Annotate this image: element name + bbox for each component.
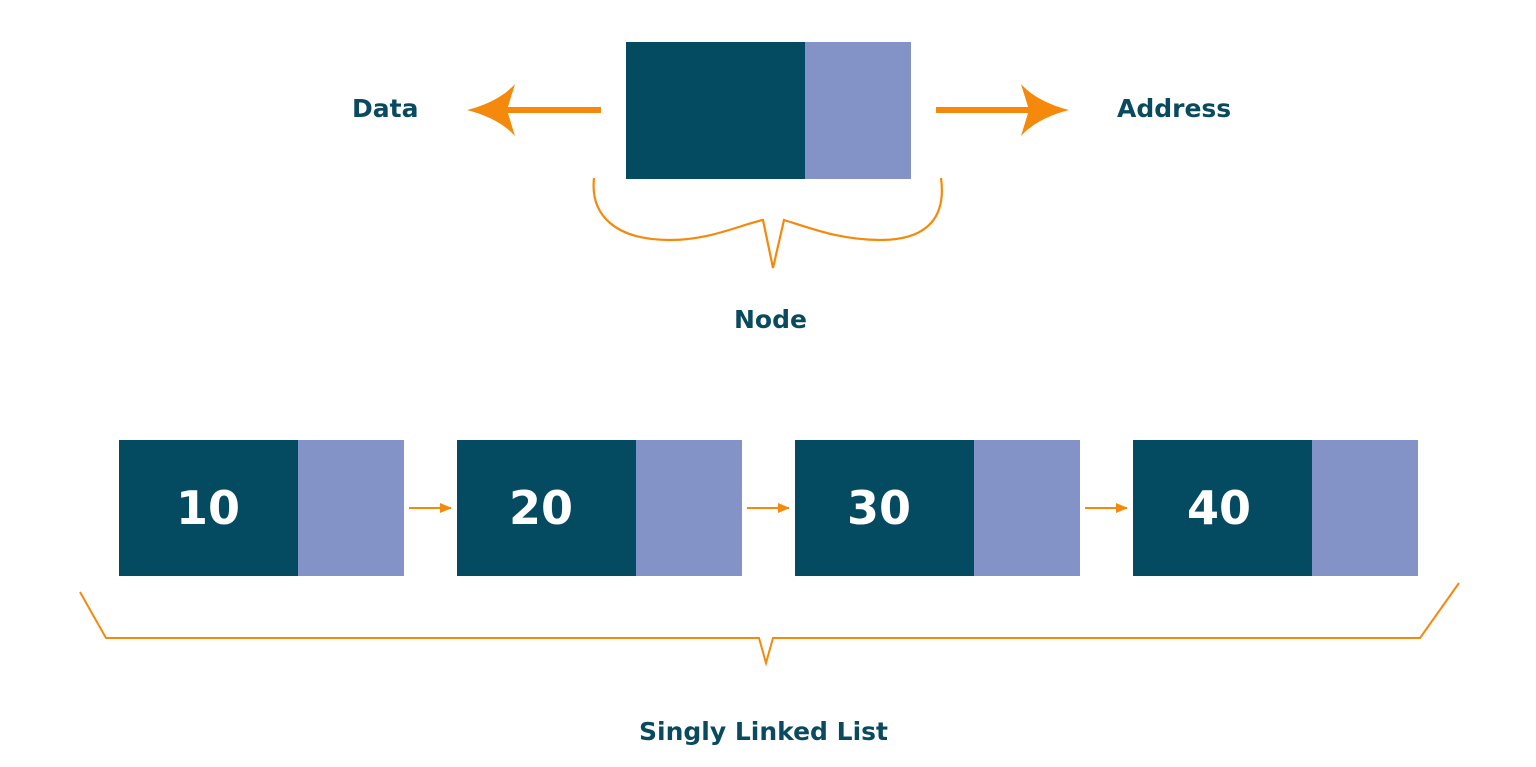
list-node-address xyxy=(298,440,404,576)
list-brace xyxy=(79,582,1460,667)
list-node-data xyxy=(1133,440,1312,576)
list-node-address xyxy=(1312,440,1418,576)
node-data-part xyxy=(626,42,805,179)
list-node-data xyxy=(795,440,974,576)
list-node-data xyxy=(119,440,298,576)
data-arrow xyxy=(467,84,601,136)
list-node-address xyxy=(974,440,1080,576)
node-label: Node xyxy=(734,305,807,334)
node-brace xyxy=(592,177,943,269)
data-label: Data xyxy=(352,94,419,123)
list-node-value: 30 xyxy=(847,481,912,535)
list-node-value: 40 xyxy=(1187,481,1252,535)
list-caption: Singly Linked List xyxy=(639,717,888,746)
list-node-value: 20 xyxy=(509,481,574,535)
list-node-address xyxy=(636,440,742,576)
list-node-value: 10 xyxy=(176,481,241,535)
address-label: Address xyxy=(1117,94,1232,123)
node-address-part xyxy=(805,42,911,179)
list-node-data xyxy=(457,440,636,576)
address-arrow xyxy=(936,84,1069,136)
